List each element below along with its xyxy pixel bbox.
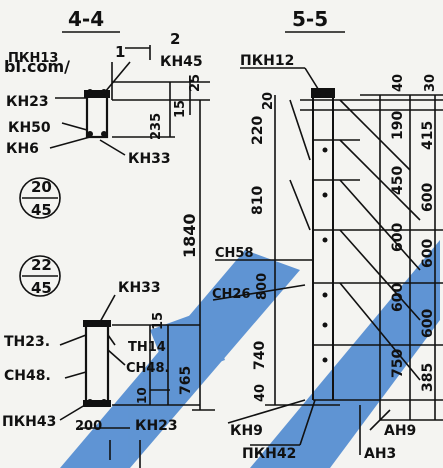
dim-600-d: 600 bbox=[390, 283, 406, 312]
dim-220: 220 bbox=[250, 116, 266, 145]
dim-1840: 1840 bbox=[180, 213, 199, 258]
label-kn33-top: КН33 bbox=[128, 151, 171, 167]
circle-2-top: 22 bbox=[31, 256, 52, 274]
label-kn23-top: КН23 bbox=[6, 94, 49, 110]
label-ah9: АН9 bbox=[384, 423, 416, 439]
dim-15-top: 15 bbox=[173, 100, 188, 118]
dim-600-a: 600 bbox=[420, 183, 436, 212]
label-pkn42: ПКН42 bbox=[242, 446, 296, 462]
circle-2-bottom: 45 bbox=[31, 279, 52, 297]
dim-2: 2 bbox=[170, 30, 180, 48]
watermark-url: bl.com/ bbox=[4, 57, 70, 76]
dim-15-bottom: 15 bbox=[151, 312, 166, 330]
dim-810: 810 bbox=[250, 186, 266, 215]
label-ch58: СН58 bbox=[215, 246, 254, 261]
rebar-dots bbox=[87, 89, 331, 405]
circle-1-top: 20 bbox=[31, 178, 52, 196]
label-th23: ТН23. bbox=[4, 334, 50, 350]
dim-25: 25 bbox=[188, 74, 203, 92]
label-kn23-bottom: КН23 bbox=[135, 418, 178, 434]
label-pkn13: ПКН13 bbox=[8, 51, 58, 66]
circle-1-bottom: 45 bbox=[31, 201, 52, 219]
label-kn45: КН45 bbox=[160, 54, 203, 70]
dim-600-e: 600 bbox=[420, 309, 436, 338]
label-pkn43: ПКН43 bbox=[2, 414, 56, 430]
dim-235: 235 bbox=[149, 113, 164, 140]
label-kn50: КН50 bbox=[8, 120, 51, 136]
label-th14: ТН14 bbox=[128, 340, 166, 355]
dim-765: 765 bbox=[178, 366, 194, 395]
dim-30: 30 bbox=[423, 74, 438, 92]
dim-800: 800 bbox=[255, 273, 270, 300]
dim-385: 385 bbox=[420, 363, 436, 392]
label-ch48-left: СН48. bbox=[4, 368, 51, 384]
section-4-4 bbox=[19, 31, 215, 468]
dim-200: 200 bbox=[75, 419, 102, 434]
dim-750: 750 bbox=[390, 349, 406, 378]
label-kn6: КН6 bbox=[6, 141, 39, 157]
dim-450: 450 bbox=[390, 166, 406, 195]
label-pkn12: ПКН12 bbox=[240, 53, 294, 69]
dim-40-left: 40 bbox=[253, 384, 268, 402]
dim-190: 190 bbox=[390, 111, 406, 140]
section-5-5 bbox=[212, 31, 443, 455]
dim-600-c: 600 bbox=[420, 239, 436, 268]
dim-20: 20 bbox=[261, 92, 276, 110]
dim-10: 10 bbox=[135, 387, 149, 404]
dim-1: 1 bbox=[115, 43, 125, 61]
label-ch26: СН26 bbox=[212, 287, 251, 302]
section-4-4-title: 4-4 bbox=[68, 7, 104, 31]
label-kn9: КН9 bbox=[230, 423, 263, 439]
dim-415: 415 bbox=[420, 121, 436, 150]
label-ah3: АН3 bbox=[364, 446, 396, 462]
dim-740: 740 bbox=[252, 341, 268, 370]
label-kn33-bottom: КН33 bbox=[118, 280, 161, 296]
dim-600-b: 600 bbox=[390, 223, 406, 252]
section-5-5-title: 5-5 bbox=[292, 7, 328, 31]
label-ch48-right: СН48. bbox=[126, 361, 169, 376]
dim-40-top: 40 bbox=[391, 74, 406, 92]
